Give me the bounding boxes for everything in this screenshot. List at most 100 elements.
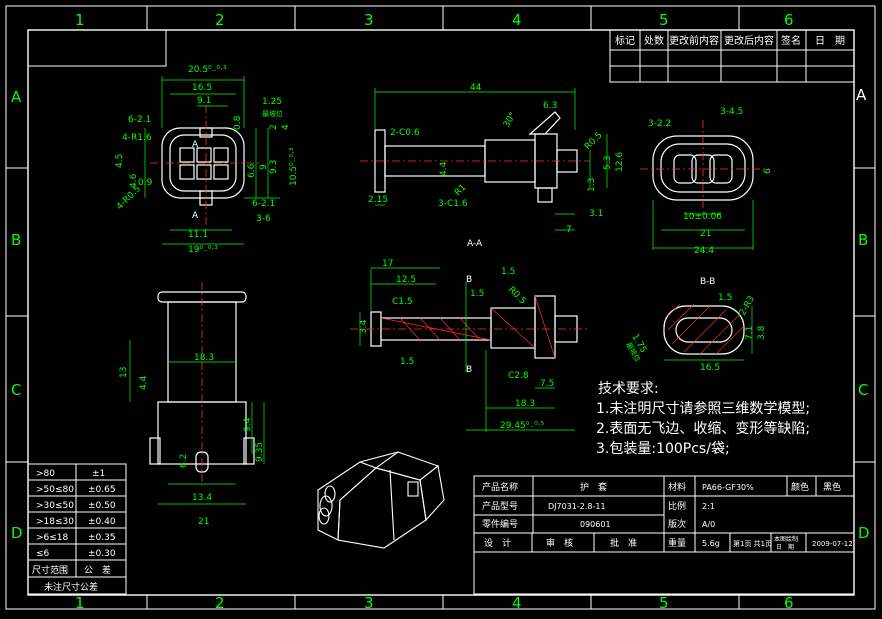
tol-header-tolerance: 公 差 bbox=[84, 564, 111, 576]
tol-range-6: ≤6 bbox=[36, 549, 50, 559]
front-dim-max-pos: 最坡位 bbox=[262, 109, 283, 118]
front-dim-4-6: 4.6 bbox=[129, 173, 139, 188]
tech-notes-title: 技术要求: bbox=[598, 381, 659, 397]
bb-dim-1-5: 1.5 bbox=[718, 293, 732, 303]
rev-header-mark: 标记 bbox=[615, 35, 635, 47]
tb-weight-label: 重量 bbox=[668, 537, 686, 549]
zone-col-1: 1 bbox=[75, 11, 85, 29]
lower-view: 18.3 13 4.4 9.4 9.35 6.2 13.4 21 bbox=[119, 282, 265, 527]
tol-range-3: >30≤50 bbox=[36, 501, 74, 511]
aa-dim-1-5-low: 1.5 bbox=[400, 357, 414, 367]
aa-section-mark-b-bottom: B bbox=[466, 365, 472, 375]
zone-col-2: 2 bbox=[215, 11, 225, 29]
zone-col-3-bottom: 3 bbox=[364, 594, 374, 612]
front-dim-4-5: 4.5 bbox=[115, 154, 125, 168]
front-dim-4: 4 bbox=[281, 124, 291, 130]
tb-material: PA66-GF30% bbox=[702, 483, 754, 492]
front-dim-11-1: 11.1 bbox=[188, 230, 208, 240]
tb-product-name: 护 套 bbox=[580, 481, 607, 493]
rear-dim-10: 10±0.06 bbox=[683, 212, 722, 222]
tb-scale: 2:1 bbox=[702, 502, 715, 511]
rev-header-sign: 签名 bbox=[781, 34, 801, 47]
front-dim-9-3: 9.3 bbox=[269, 160, 279, 174]
rear-dim-3-4-5: 3-4.5 bbox=[720, 107, 743, 117]
isometric-view bbox=[317, 451, 445, 549]
zone-row-b: B bbox=[11, 231, 21, 249]
zone-col-5: 5 bbox=[659, 11, 669, 29]
tb-product-name-label: 产品名称 bbox=[482, 481, 518, 493]
front-section-mark-top: A bbox=[192, 140, 199, 150]
section-bb-title: B-B bbox=[700, 277, 715, 287]
aa-dim-1-5-mid: 1.5 bbox=[470, 289, 484, 299]
tb-date-label-bottom: 日 期 bbox=[776, 543, 794, 551]
lower-dim-9-4: 9.4 bbox=[243, 417, 253, 432]
tb-weight: 5.6g bbox=[702, 539, 720, 548]
tol-footer: 未注尺寸公差 bbox=[44, 581, 98, 593]
lower-dim-21: 21 bbox=[198, 517, 209, 527]
side-dim-2-c0-6: 2-C0.6 bbox=[390, 128, 420, 138]
side-dim-44: 44 bbox=[470, 83, 482, 93]
front-dim-16-5: 16.5 bbox=[192, 83, 212, 93]
front-dim-3-6: 3-6 bbox=[256, 214, 271, 224]
zone-labels: 1 2 3 4 5 6 1 2 3 4 5 6 A B C D A B C D bbox=[11, 11, 870, 612]
rear-dim-6: 6 bbox=[763, 168, 773, 174]
side-dim-3-c1-6: 3-C1.6 bbox=[438, 199, 468, 209]
tol-range-2: >50≤80 bbox=[36, 485, 74, 495]
front-dim-6-2-1-bottom: 6-2.1 bbox=[252, 199, 275, 209]
aa-section-mark-b-top: B bbox=[466, 275, 472, 285]
technical-requirements: 技术要求: 1.未注明尺寸请参照三维数学模型; 2.表面无飞边、收缩、变形等缺陷… bbox=[596, 381, 810, 457]
front-dim-4-r1-6: 4-R1.6 bbox=[122, 133, 152, 143]
tol-value-6: ±0.30 bbox=[88, 549, 116, 559]
aa-dim-c2-8: C2.8 bbox=[508, 371, 529, 381]
bb-dim-7-1: 7.1 bbox=[745, 326, 755, 340]
tol-header-range: 尺寸范围 bbox=[32, 564, 68, 576]
front-dim-6-6: 6.6 bbox=[247, 163, 257, 178]
tol-range-5: >6≤18 bbox=[36, 533, 69, 543]
zone-col-6-bottom: 6 bbox=[784, 594, 794, 612]
front-dim-9-1: 9.1 bbox=[197, 96, 211, 106]
rear-dim-24-4: 24.4 bbox=[694, 246, 714, 256]
tb-date: 2009-07-12 bbox=[812, 540, 853, 548]
tb-scale-label: 比例 bbox=[668, 500, 686, 512]
tol-value-5: ±0.35 bbox=[88, 533, 116, 543]
lower-dim-13-4: 13.4 bbox=[192, 493, 212, 503]
tb-color-label: 颜色 bbox=[791, 481, 809, 493]
zone-col-2-bottom: 2 bbox=[215, 594, 225, 612]
tb-material-label: 材料 bbox=[668, 481, 686, 493]
tb-review-label: 审 核 bbox=[546, 537, 573, 549]
front-dim-19: 19⁰₋⁰·³ bbox=[188, 245, 218, 255]
lower-dim-9-35: 9.35 bbox=[255, 442, 265, 462]
rear-dim-21: 21 bbox=[700, 229, 711, 239]
tolerance-table: >80 ±1 >50≤80 ±0.65 >30≤50 ±0.50 >18≤30 … bbox=[27, 463, 127, 595]
front-dim-10-5: 10.5⁰₋⁰·³ bbox=[289, 147, 299, 186]
tech-note-2: 2.表面无飞边、收缩、变形等缺陷; bbox=[596, 420, 810, 437]
front-dim-0-9: 0.9 bbox=[138, 178, 153, 188]
bb-dim-16-5: 16.5 bbox=[700, 363, 720, 373]
front-dim-6-2-1-top: 6-2.1 bbox=[128, 115, 151, 125]
tb-color: 黑色 bbox=[823, 481, 841, 493]
tb-approve-label: 批 准 bbox=[610, 537, 637, 549]
zone-col-4: 4 bbox=[512, 11, 522, 29]
zone-col-5-bottom: 5 bbox=[659, 594, 669, 612]
side-dim-7: 7 bbox=[566, 225, 572, 235]
tech-note-3: 3.包装量:100Pcs/袋; bbox=[596, 441, 730, 457]
zone-col-3: 3 bbox=[364, 11, 374, 29]
rear-view: 3-4.5 3-2.2 6 10±0.06 21 24.4 bbox=[640, 107, 773, 256]
top-left-box bbox=[27, 29, 167, 67]
rev-header-before: 更改前内容 bbox=[669, 34, 719, 47]
tb-version-label: 版次 bbox=[668, 518, 686, 530]
aa-dim-7-5: 7.5 bbox=[540, 379, 554, 389]
tb-part-no-label: 零件编号 bbox=[482, 518, 518, 530]
side-dim-1-3: 1.3 bbox=[587, 178, 597, 192]
tb-model: DJ7031-2.8-11 bbox=[548, 502, 606, 511]
side-dim-12-6: 12.6 bbox=[615, 152, 625, 172]
side-dim-3-1: 3.1 bbox=[589, 209, 603, 219]
zone-row-d: D bbox=[11, 524, 23, 542]
aa-dim-3-4: 3.4 bbox=[359, 319, 369, 334]
tb-version: A/0 bbox=[702, 520, 715, 529]
side-dim-2-15: 2.15 bbox=[368, 195, 388, 205]
tol-range-4: >18≤30 bbox=[36, 517, 74, 527]
front-dim-0-8: 0.8 bbox=[233, 115, 243, 130]
